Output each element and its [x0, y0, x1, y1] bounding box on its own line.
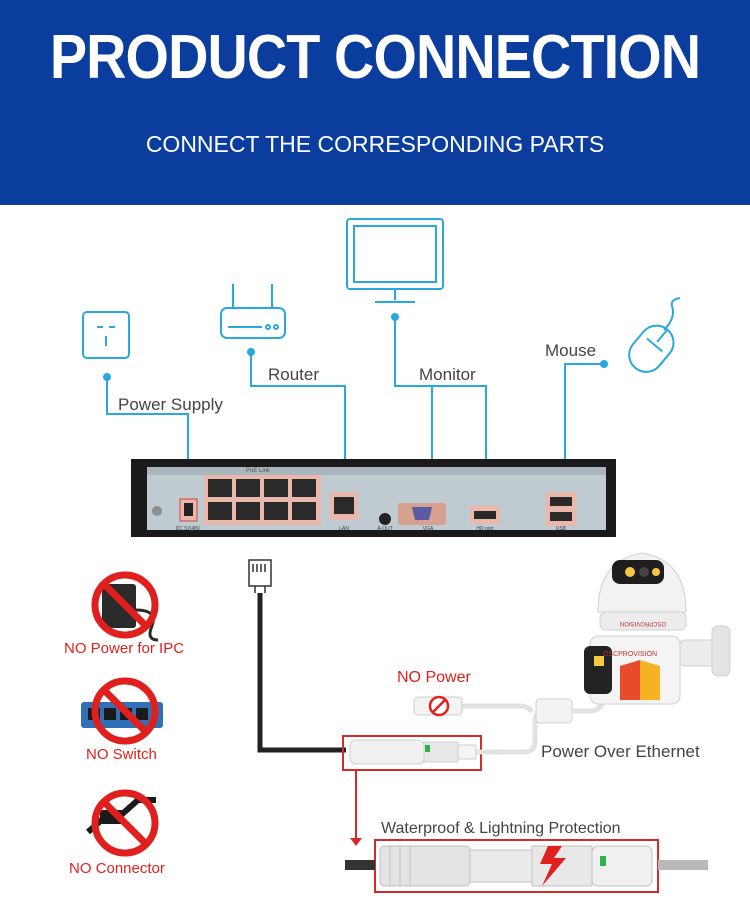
mouse-icon — [628, 324, 675, 373]
ethernet-cable — [257, 593, 346, 753]
header-banner: PRODUCT CONNECTION CONNECT THE CORRESPON… — [0, 0, 750, 205]
router-icon — [220, 284, 286, 339]
vga-port — [412, 507, 432, 520]
router-label: Router — [268, 365, 320, 384]
waterproof-label: Waterproof & Lightning Protection — [381, 820, 621, 837]
power-outlet-icon — [82, 311, 130, 359]
poe-ports — [208, 479, 316, 520]
monitor-label: Monitor — [419, 365, 476, 384]
hd-port — [474, 511, 496, 519]
device-connector-lines — [106, 317, 604, 493]
poe-splitter — [349, 739, 477, 765]
bullet-camera-brand: OSCPROVISION — [603, 651, 657, 658]
black-cable-end — [345, 860, 375, 870]
nvr-device — [131, 459, 616, 537]
mouse-label: Mouse — [545, 341, 597, 360]
page-subtitle: CONNECT THE CORRESPONDING PARTS — [145, 131, 605, 157]
usb-port-1 — [550, 497, 572, 506]
power-supply-label: Power Supply — [118, 395, 223, 414]
poe-link-text: PoE Link — [246, 468, 271, 474]
no-switch-label: NO Switch — [86, 746, 157, 763]
ground-screw-icon — [152, 506, 162, 516]
port-label-vga: VGA — [423, 526, 434, 532]
monitor-icon — [346, 218, 444, 303]
no-power-adapter-warning — [91, 571, 159, 642]
mouse-cable-icon — [663, 297, 681, 331]
cable-junction — [535, 698, 573, 724]
no-connector-label: NO Connector — [69, 860, 165, 877]
waterproof-connector — [379, 845, 653, 887]
poe-label: Power Over Ethernet — [541, 742, 700, 761]
no-switch-warning — [81, 677, 163, 745]
rj45-plug-icon — [248, 559, 272, 593]
port-label-hd: HD port — [476, 526, 494, 532]
port-label-usb: USB — [556, 526, 567, 532]
no-power-label: NO Power — [397, 669, 471, 686]
port-label-dc: DC 52/48V — [176, 526, 201, 532]
page-title: PRODUCT CONNECTION — [49, 23, 701, 92]
audio-out-port — [379, 513, 391, 525]
no-connector-warning — [86, 789, 159, 857]
bullet-camera-icon — [584, 625, 731, 705]
dome-camera-icon — [597, 552, 687, 631]
usb-port-2 — [550, 512, 572, 521]
no-power-ipc-label: NO Power for IPC — [64, 640, 185, 657]
dc-branch-cable — [462, 703, 535, 714]
port-label-aout: A-OUT — [377, 526, 393, 532]
connector-dots — [103, 313, 608, 381]
dc-jack-icon — [184, 503, 193, 516]
lan-socket-icon — [334, 497, 354, 514]
dome-camera-brand: OSCPROVISION — [620, 620, 666, 626]
port-label-lan: LAN — [339, 526, 349, 532]
grey-cable-end — [658, 860, 708, 870]
port-labels: DC 52/48V LAN A-OUT VGA HD port USB — [176, 526, 567, 532]
lightning-icon — [540, 846, 566, 886]
